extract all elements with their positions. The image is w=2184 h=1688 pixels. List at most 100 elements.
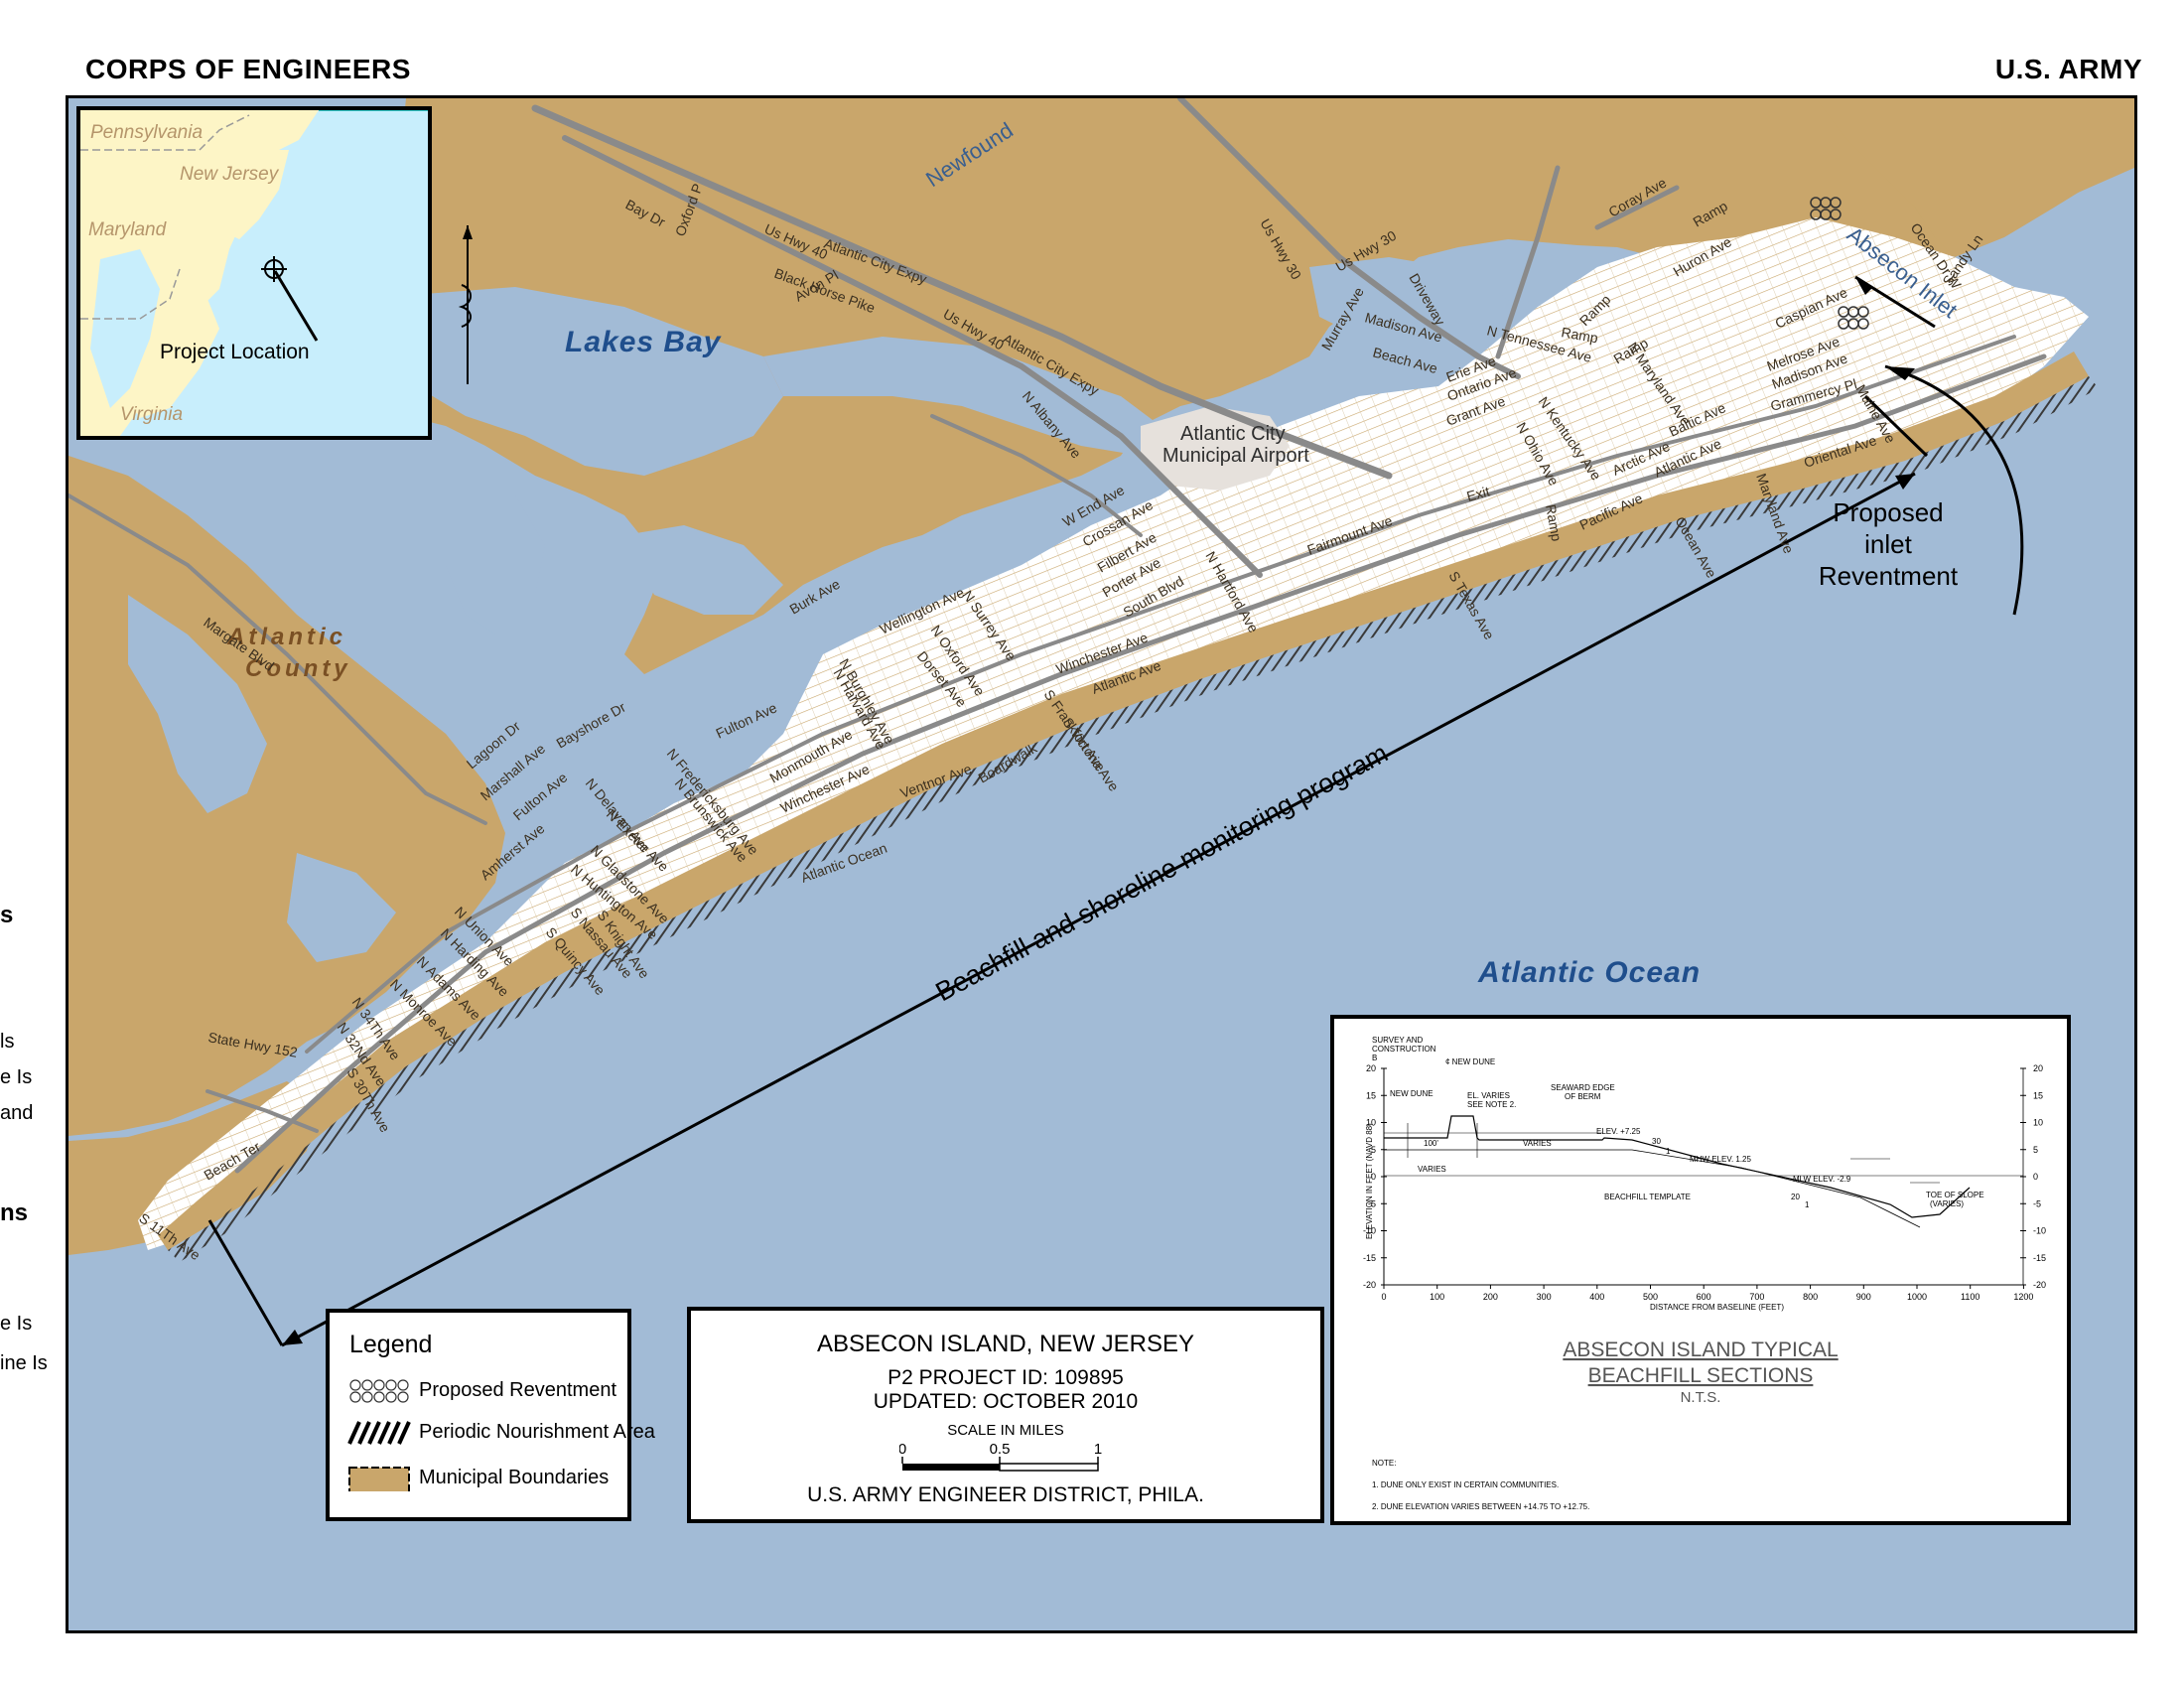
inset-label-virginia: Virginia <box>120 404 183 425</box>
legend-label-boundaries: Municipal Boundaries <box>419 1467 610 1488</box>
label-atlantic-county-2: County <box>245 655 351 682</box>
label-atlantic-ocean: Atlantic Ocean <box>1477 956 1701 989</box>
inset-border-md <box>80 268 181 320</box>
north-arrow-icon <box>458 225 473 384</box>
street-label: Exit <box>1465 483 1492 504</box>
section-y-tick-label: 15 <box>2033 1090 2043 1100</box>
map-canvas[interactable]: Lakes Bay Atlantic Ocean Atlantic County… <box>68 98 2134 1630</box>
airport-area <box>1141 406 1290 491</box>
section-y-tick-label: 5 <box>2033 1145 2038 1155</box>
channel-1 <box>763 337 1160 456</box>
section-x-tick-label: 500 <box>1643 1292 1658 1302</box>
section-nts: N.T.S. <box>1681 1389 1721 1406</box>
section-x-tick-label: 1100 <box>1961 1292 1979 1302</box>
sec-ann-dim2: VARIES <box>1523 1139 1552 1148</box>
left-fragment: ns <box>0 1199 29 1226</box>
us-hwy-30 <box>1177 98 1521 379</box>
map-frame[interactable]: Lakes Bay Atlantic Ocean Atlantic County… <box>66 95 2137 1633</box>
left-fragment: e Is <box>0 1313 33 1335</box>
atlantic-ave <box>234 353 2047 1174</box>
channel-6 <box>624 525 783 615</box>
sec-ann-mhw: MHW ELEV. 1.25 <box>1690 1155 1752 1164</box>
street-label: Fulton Ave <box>510 770 571 824</box>
us-hwy-40 <box>562 135 1263 578</box>
sec-ann-seaward-1: SEAWARD EDGE <box>1551 1083 1615 1092</box>
section-note-2: 2. DUNE ELEVATION VARIES BETWEEN +14.75 … <box>1372 1502 1589 1511</box>
extension-line-right <box>1863 394 1929 458</box>
program-arrows <box>207 275 2024 1347</box>
section-y-tick-label: 0 <box>2033 1172 2038 1182</box>
channel-2 <box>366 426 545 634</box>
section-x-tick-label: 700 <box>1749 1292 1764 1302</box>
street-label: Fulton Ave <box>714 699 780 741</box>
inset-project-location: Project Location <box>160 341 310 363</box>
program-arrow-line <box>281 472 1916 1347</box>
title-block-district: U.S. ARMY ENGINEER DISTRICT, PHILA. <box>807 1483 1204 1506</box>
land-north <box>376 98 2134 674</box>
sec-ann-toe-2: (VARIES) <box>1930 1199 1964 1208</box>
section-x-tick-label: 100 <box>1430 1292 1444 1302</box>
margate-blvd <box>68 493 487 825</box>
section-y-tick-label: 10 <box>1366 1118 1376 1128</box>
sec-ann-see-note: SEE NOTE 2. <box>1467 1100 1516 1109</box>
revetment-symbol-icon <box>349 1379 409 1403</box>
section-notes-title: NOTE: <box>1372 1459 1396 1468</box>
section-y-tick-label: -5 <box>2033 1198 2041 1208</box>
proposed-revetment-icon <box>1810 197 1869 330</box>
section-x-tick-label: 900 <box>1856 1292 1871 1302</box>
street-label: Beach Ave <box>1371 344 1439 376</box>
arrow-head-right <box>1895 474 1915 490</box>
sec-ann-el-varies: EL. VARIES <box>1467 1091 1510 1100</box>
section-y-tick-label: 0 <box>1371 1172 1376 1182</box>
title-block-updated: UPDATED: OCTOBER 2010 <box>873 1390 1139 1413</box>
ventnor-ave <box>305 335 2016 1054</box>
label-airport-2: Municipal Airport <box>1162 445 1309 467</box>
arrow-head-left <box>282 1330 303 1345</box>
title-block: ABSECON ISLAND, NEW JERSEY P2 PROJECT ID… <box>687 1307 1324 1523</box>
ramp-2 <box>1594 185 1680 230</box>
land-island-north <box>1816 98 2134 257</box>
legend-label-nourishment: Periodic Nourishment Area <box>419 1421 655 1443</box>
location-inset-map: Pennsylvania New Jersey Maryland Virgini… <box>76 106 432 440</box>
section-x-tick-label: 300 <box>1537 1292 1552 1302</box>
nourishment-hatch <box>168 376 2099 1262</box>
sec-ann-slope1: 30 <box>1652 1137 1661 1146</box>
section-note-1: 1. DUNE ONLY EXIST IN CERTAIN COMMUNITIE… <box>1372 1480 1559 1489</box>
legend-title: Legend <box>349 1331 433 1358</box>
title-block-name: ABSECON ISLAND, NEW JERSEY <box>816 1331 1195 1357</box>
revetment-curve <box>1884 364 2024 616</box>
sec-ann-seaward-2: OF BERM <box>1565 1092 1601 1101</box>
route-152 <box>205 1089 319 1133</box>
lakes-bay <box>386 287 783 476</box>
section-existing <box>1384 1149 1921 1228</box>
sec-ann-survey-1: SURVEY AND <box>1372 1036 1424 1045</box>
sec-ann-new-dune-top: ¢ NEW DUNE <box>1445 1057 1495 1066</box>
extension-line-left <box>207 1219 284 1346</box>
legend-label-revetment: Proposed Reventment <box>419 1379 617 1401</box>
sec-ann-slope1b: 1 <box>1666 1147 1671 1156</box>
header-corps: CORPS OF ENGINEERS <box>85 54 411 84</box>
revetment-label-line1: Proposed inlet <box>1833 497 1944 559</box>
section-y-tick-label: -10 <box>1363 1226 1376 1236</box>
beach-strip <box>158 352 2089 1250</box>
section-x-tick-label: 1000 <box>1907 1292 1927 1302</box>
inset-border-pa <box>80 114 250 151</box>
scale-title: SCALE IN MILES <box>947 1422 1064 1439</box>
section-ylabel: ELEVATION IN FEET (NAVD 88) <box>1365 1123 1374 1239</box>
left-fragment: ine Is <box>0 1352 48 1374</box>
left-fragment: and <box>0 1102 34 1124</box>
scale-tick-0: 0 <box>899 1442 906 1458</box>
section-y-tick-label: 5 <box>1371 1145 1376 1155</box>
section-y-tick-label: 20 <box>1366 1063 1376 1073</box>
section-x-tick-label: 800 <box>1803 1292 1818 1302</box>
inset-label-new-jersey: New Jersey <box>180 164 280 185</box>
label-atlantic-county-1: Atlantic <box>226 624 346 650</box>
ramp-1 <box>1495 165 1561 359</box>
section-y-tick-label: -15 <box>1363 1253 1376 1263</box>
section-profile <box>1384 1115 1971 1218</box>
inset-land-nj <box>200 150 289 239</box>
label-lakes-bay: Lakes Bay <box>565 326 722 358</box>
